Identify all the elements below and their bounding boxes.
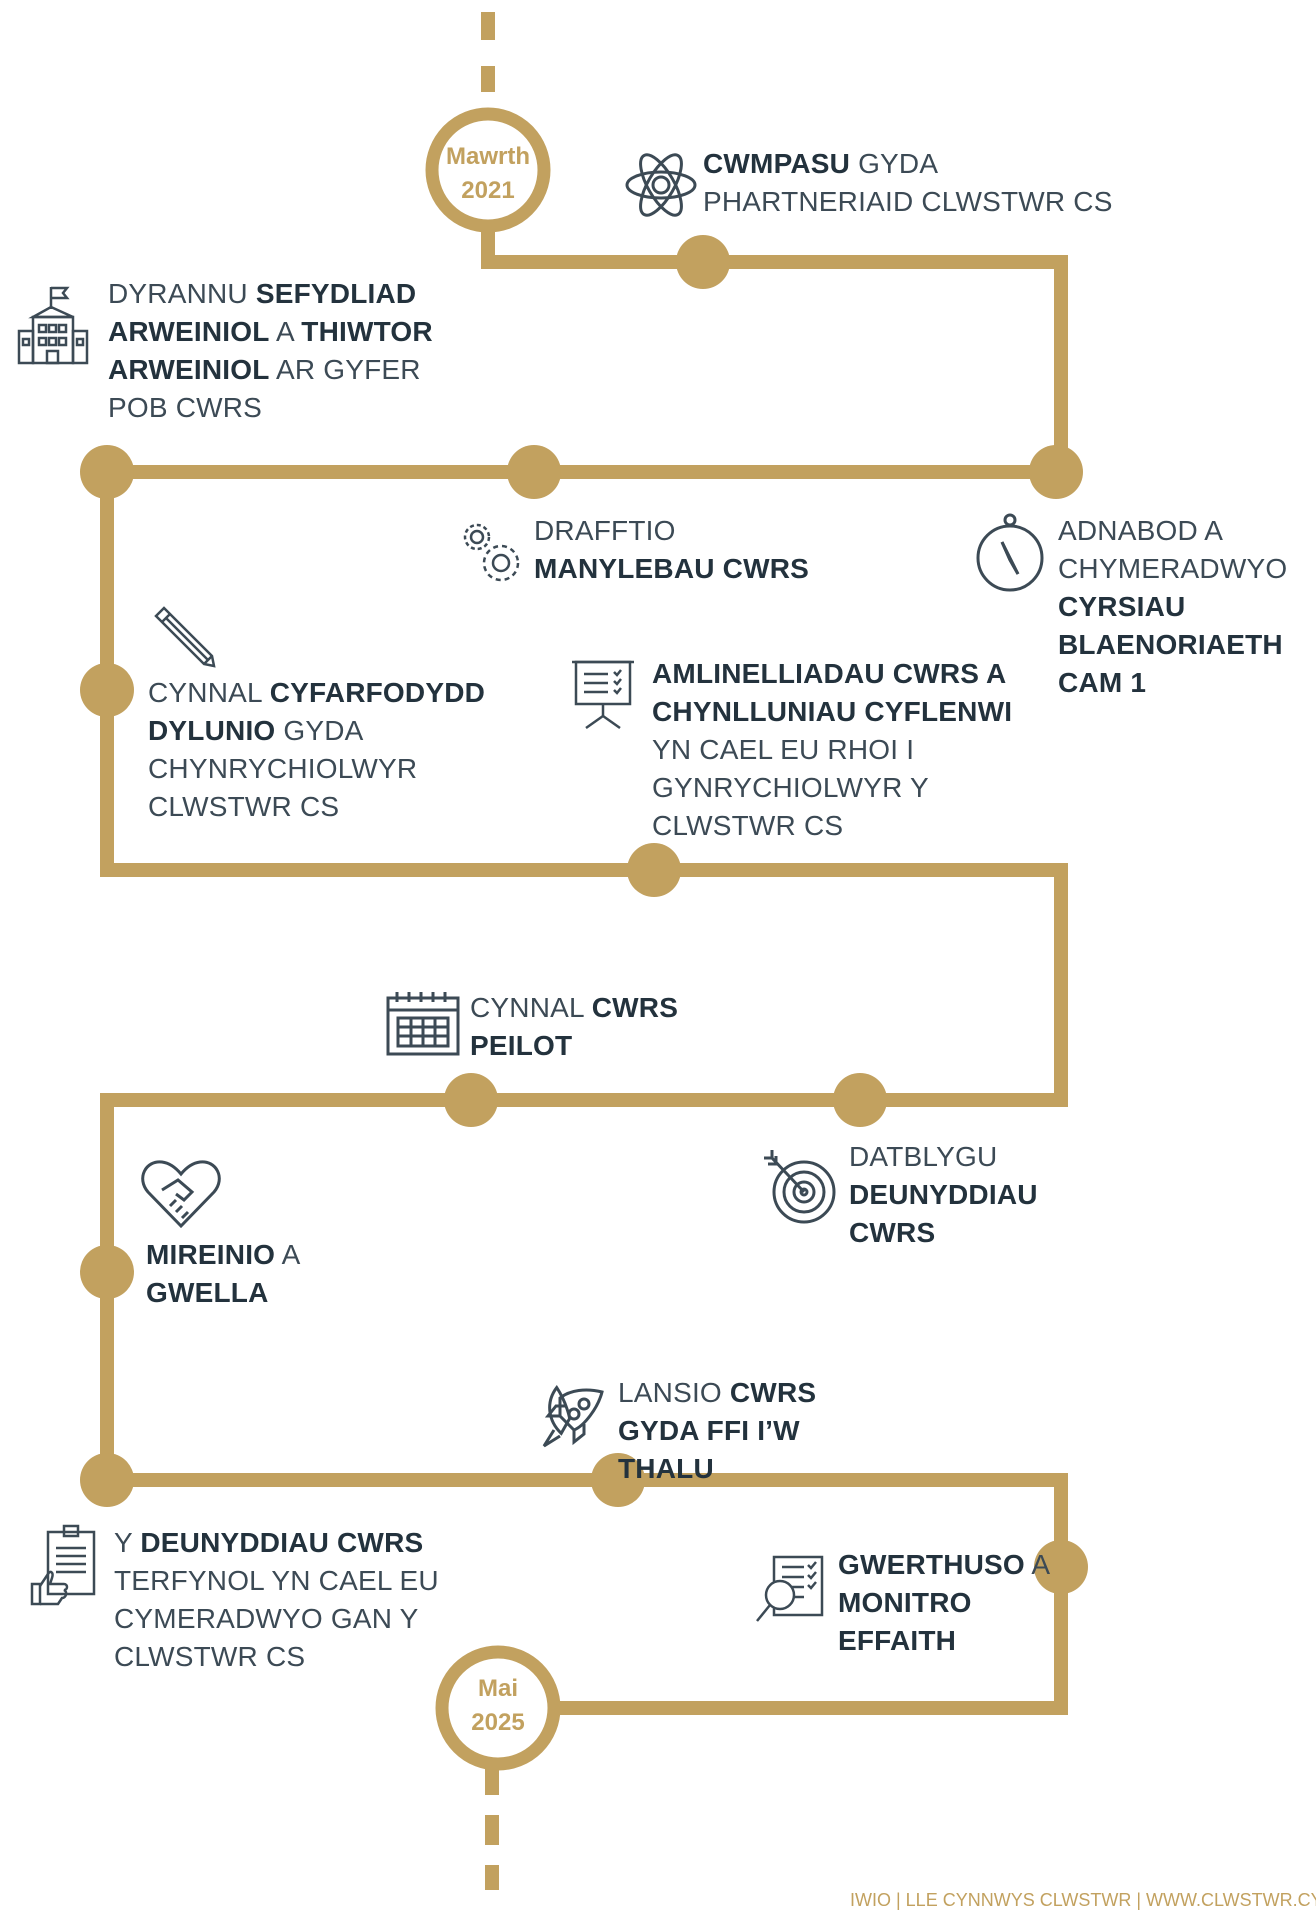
- step-text: CYNNAL: [148, 677, 270, 708]
- atom-icon: [623, 147, 699, 223]
- document-thumbs-up-icon: [30, 1522, 102, 1608]
- step-text-bold: MANYLEBAU CWRS: [534, 553, 810, 584]
- step-text-bold: GWERTHUSO: [838, 1549, 1025, 1580]
- start-date: Mawrth 2021: [433, 140, 543, 208]
- calendar-icon: [385, 990, 461, 1058]
- step-text: DYRANNU: [108, 278, 256, 309]
- milestone-node: [444, 1073, 498, 1127]
- milestone-node: [1029, 445, 1083, 499]
- rocket-icon: [540, 1378, 610, 1450]
- step-text-bold: SEFYDLIAD ARWEINIOL: [108, 278, 417, 347]
- step-course-outlines: AMLINELLIADAU CWRS A CHYNLLUNIAU CYFLENW…: [652, 655, 1032, 845]
- step-design-meetings: CYNNAL CYFARFODYDD DYLUNIO GYDA CHYNRYCH…: [148, 674, 508, 826]
- step-text: A: [1024, 1549, 1049, 1580]
- step-launch-course: LANSIO CWRS GYDA FFI I’W THALU: [618, 1374, 898, 1488]
- step-text: DATBLYGU: [849, 1141, 998, 1172]
- step-refine-improve: MIREINIO A GWELLA: [146, 1236, 386, 1312]
- step-text: DRAFFTIO: [534, 515, 676, 546]
- step-text-bold: MIREINIO: [146, 1239, 276, 1270]
- milestone-node: [80, 445, 134, 499]
- step-evaluate-monitor: GWERTHUSO A MONITRO EFFAITH: [838, 1546, 1058, 1660]
- end-month: Mai: [477, 1675, 518, 1702]
- end-date: Mai 2025: [443, 1672, 553, 1740]
- step-text: GYDA PHARTNERIAID CLWSTWR CS: [703, 148, 1113, 217]
- milestone-node: [627, 843, 681, 897]
- step-text-bold: MONITRO EFFAITH: [838, 1587, 972, 1656]
- milestone-node: [1034, 1540, 1088, 1594]
- compass-icon: [975, 510, 1045, 594]
- step-text: GYDA CHYNRYCHIOLWYR CLWSTWR CS: [148, 715, 418, 822]
- milestone-node: [80, 663, 134, 717]
- step-text-bold: DEUNYDDIAU CWRS: [849, 1179, 1038, 1248]
- step-text-bold: CWRS PEILOT: [470, 992, 679, 1061]
- checklist-magnifier-icon: [754, 1553, 826, 1627]
- milestone-nodes: [80, 235, 1088, 1594]
- step-text-bold: AMLINELLIADAU CWRS A CHYNLLUNIAU CYFLENW…: [652, 658, 1013, 727]
- presentation-board-icon: [570, 658, 636, 730]
- step-text: Y: [114, 1527, 141, 1558]
- path-segment-1: [100, 225, 1068, 1715]
- end-date-ring: [435, 1645, 561, 1771]
- start-month: Mawrth: [446, 143, 530, 170]
- milestone-node: [833, 1073, 887, 1127]
- step-text-bold: DEUNYDDIAU CWRS: [140, 1527, 424, 1558]
- milestone-node: [591, 1453, 645, 1507]
- step-text: CYNNAL: [470, 992, 592, 1023]
- step-text: TERFYNOL YN CAEL EU CYMERADWYO GAN Y CLW…: [114, 1565, 439, 1672]
- milestone-node: [80, 1453, 134, 1507]
- timeline-path: [100, 12, 1068, 1890]
- step-text: A: [269, 316, 302, 347]
- step-text: A: [275, 1239, 299, 1270]
- building-flag-icon: [15, 283, 95, 367]
- step-scoping: CWMPASU GYDA PHARTNERIAID CLWSTWR CS: [703, 145, 1123, 221]
- gears-icon: [455, 515, 527, 587]
- step-pilot-course: CYNNAL CWRS PEILOT: [470, 989, 710, 1065]
- step-final-approval: Y DEUNYDDIAU CWRS TERFYNOL YN CAEL EU CY…: [114, 1524, 464, 1676]
- heart-handshake-icon: [140, 1158, 222, 1230]
- step-text-bold: CYRSIAU BLAENORIAETH CAM 1: [1058, 591, 1283, 698]
- milestone-node: [507, 445, 561, 499]
- end-year: 2025: [471, 1709, 525, 1736]
- footer-text: IWIO | LLE CYNNWYS CLWSTWR | WWW.CLWSTWR…: [850, 1890, 1316, 1910]
- step-text-bold: CWRS GYDA FFI I’W THALU: [618, 1377, 817, 1484]
- step-text: ADNABOD A CHYMERADWYO: [1058, 515, 1288, 584]
- step-identify-courses: ADNABOD A CHYMERADWYO CYRSIAU BLAENORIAE…: [1058, 512, 1298, 702]
- milestone-node: [676, 235, 730, 289]
- step-text: LANSIO: [618, 1377, 730, 1408]
- step-develop-materials: DATBLYGU DEUNYDDIAU CWRS: [849, 1138, 1089, 1252]
- milestone-node: [80, 1245, 134, 1299]
- step-text-bold: CYFARFODYDD DYLUNIO: [148, 677, 486, 746]
- step-text-bold: GWELLA: [146, 1277, 269, 1308]
- step-assign-lead: DYRANNU SEFYDLIAD ARWEINIOL A THIWTOR AR…: [108, 275, 448, 427]
- step-text-bold: THIWTOR ARWEINIOL: [108, 316, 433, 385]
- start-year: 2021: [461, 177, 515, 204]
- target-arrow-icon: [760, 1146, 838, 1226]
- step-text: AR GYFER POB CWRS: [108, 354, 421, 423]
- step-draft-specs: DRAFFTIO MANYLEBAU CWRS: [534, 512, 894, 588]
- step-text: YN CAEL EU RHOI I GYNRYCHIOLWYR Y CLWSTW…: [652, 734, 929, 841]
- start-date-ring: [425, 107, 551, 233]
- pencil-icon: [152, 606, 216, 668]
- step-text-bold: CWMPASU: [703, 148, 851, 179]
